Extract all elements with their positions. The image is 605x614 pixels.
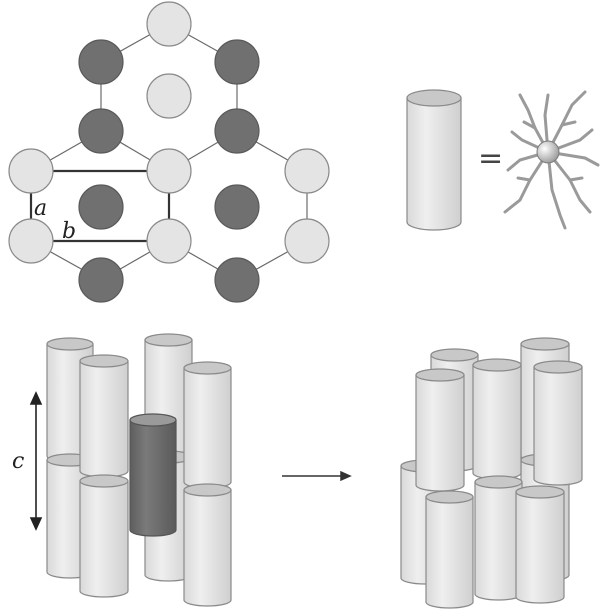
light-site (146, 1, 192, 47)
dark-site (214, 108, 260, 154)
dark-site (78, 184, 124, 230)
cylinder-stack-after (400, 337, 583, 609)
cylinder-front-lower (515, 485, 565, 604)
cylinder-front-lower (425, 490, 474, 609)
cylinder-middle-lower (474, 475, 523, 601)
dark-sites (78, 39, 260, 303)
dark-site (78, 39, 124, 85)
cylinder-front-upper (415, 368, 465, 492)
equals-sign: = (478, 141, 503, 176)
lattice-label-b: b (62, 219, 76, 244)
dark-site (78, 108, 124, 154)
cylinder-front-lower (79, 474, 129, 598)
light-site (146, 218, 192, 264)
cylinder-front-upper (79, 354, 129, 478)
cylinder-front-upper (183, 361, 232, 489)
cylinder-shifted-dark (129, 413, 177, 537)
micelle-core (536, 140, 560, 164)
cylinder-front-lower (183, 483, 232, 607)
c-period-arrow (29, 391, 43, 531)
light-site (8, 148, 54, 194)
light-sites (8, 1, 330, 264)
cylinder-front-upper (533, 360, 583, 486)
single-cylinder (406, 89, 462, 231)
cylinder-middle-upper (472, 358, 522, 480)
light-site (284, 218, 330, 264)
light-site (146, 73, 192, 119)
lattice-label-a: a (34, 196, 47, 221)
cylinder-stack-before (46, 333, 232, 607)
light-site (284, 148, 330, 194)
dark-site (78, 257, 124, 303)
dark-site (214, 39, 260, 85)
transition-arrow (282, 470, 352, 482)
light-site (146, 148, 192, 194)
dark-site (214, 184, 260, 230)
dark-site (214, 257, 260, 303)
hex-lattice-top-view: a b (8, 1, 330, 303)
light-site (8, 218, 54, 264)
period-label-c: c (12, 449, 24, 474)
cylinder-micelle-equivalence: = (406, 89, 600, 231)
